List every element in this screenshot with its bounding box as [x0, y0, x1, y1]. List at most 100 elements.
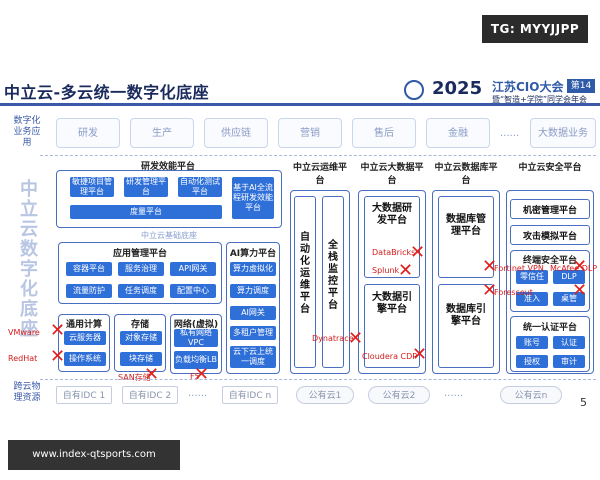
strike-x-icon: ✕	[412, 344, 428, 365]
strike-x-icon: ✕	[482, 280, 498, 301]
desktop-mgmt: 桌管	[553, 292, 585, 306]
ai-gateway: AI网关	[230, 306, 276, 320]
rd-platform-title: 研发效能平台	[140, 162, 195, 172]
base-label: 中立云基础底座	[141, 231, 197, 240]
divider	[40, 379, 596, 380]
page-number: 5	[580, 396, 587, 409]
compute-scheduling: 算力调度	[230, 284, 276, 298]
strike-x-icon: ✕	[50, 320, 66, 341]
row-label-apps: 数字化业务应用	[13, 116, 41, 148]
db-engine-box	[438, 284, 494, 368]
config-center: 配置中心	[170, 284, 216, 298]
vendor-f5: F5	[190, 372, 200, 381]
attack-sim-platform: 攻击模拟平台	[510, 225, 590, 245]
database-platform-title: 中立云数据库平台	[434, 163, 498, 186]
strike-x-icon: ✕	[572, 280, 588, 301]
vendor-splunk: Splunk	[372, 266, 400, 275]
vendor-databricks: DataBricks	[372, 248, 416, 257]
bigdata-engine-platform: 大数据引擎平台	[372, 292, 412, 315]
dlp: DLP	[553, 270, 585, 284]
metrics-platform: 度量平台	[70, 205, 222, 219]
app-ellipsis: ......	[500, 128, 520, 139]
divider	[40, 155, 596, 156]
private-network-vpc: 私有网络VPC	[174, 328, 218, 347]
ops-platform-panel	[290, 190, 350, 374]
unified-auth-title: 统一认证平台	[522, 323, 577, 333]
bigdata-platform-title: 中立云大数据平台	[360, 163, 424, 186]
vendor-mcafee-dlp: McAfee DLP	[550, 264, 598, 273]
traffic-protection: 流量防护	[66, 284, 112, 298]
compute-virtualization: 算力虚拟化	[230, 262, 276, 276]
operating-system: 操作系统	[64, 352, 106, 366]
vendor-cloudera-cdp: Cloudera CDP	[362, 352, 418, 361]
strike-x-icon: ✕	[348, 328, 364, 349]
multi-tenant-mgmt: 多租户管理	[230, 326, 276, 340]
load-balancer-lb: 负载均衡LB	[174, 351, 218, 369]
strike-x-icon: ✕	[572, 256, 588, 277]
ops-platform-title: 中立云运维平台	[292, 163, 347, 186]
auto-ops-platform: 自动化运维平台	[300, 232, 310, 315]
auth-authorization: 授权	[516, 355, 548, 368]
idc-2: 自有IDC 2	[122, 386, 178, 404]
idc-n: 自有IDC n	[222, 386, 278, 404]
strike-x-icon: ✕	[398, 260, 414, 281]
conference-logo-icon	[404, 80, 424, 100]
bigdata-rd-platform: 大数据研发平台	[372, 203, 412, 226]
cloud-server: 云服务器	[64, 331, 106, 345]
app-finance: 金融	[426, 118, 490, 148]
row-label-base: 中立云数字化底座	[20, 179, 38, 340]
logo-year: 2025	[432, 78, 483, 99]
row-label-infra: 跨云物理资源	[13, 382, 41, 403]
title-divider	[0, 103, 600, 106]
public-cloud-1: 公有云1	[296, 386, 354, 404]
app-supply-chain: 供应链	[204, 118, 268, 148]
admission: 准入	[516, 292, 548, 306]
app-mgmt-title: 应用管理平台	[112, 249, 167, 259]
vendor-san-storage: SAN存储	[118, 373, 151, 382]
auth-account: 账号	[516, 336, 548, 349]
auth-audit: 审计	[553, 355, 585, 368]
strike-x-icon: ✕	[410, 242, 426, 263]
app-bigdata: 大数据业务	[530, 118, 596, 148]
idc-ellipsis: ......	[188, 388, 208, 399]
vendor-vmware: VMware	[8, 328, 40, 337]
full-stack-monitor-column	[322, 196, 344, 368]
compute-title: 通用计算	[65, 320, 102, 330]
strike-x-icon: ✕	[482, 256, 498, 277]
ai-platform-title: AI算力平台	[229, 249, 277, 259]
api-gateway: API网关	[170, 262, 216, 276]
url-watermark: www.index-qtsports.com	[8, 440, 180, 470]
logo-edition: 第14届	[567, 79, 595, 105]
auto-ops-column	[294, 196, 316, 368]
strike-x-icon: ✕	[144, 364, 160, 385]
full-stack-monitor-platform: 全栈监控平台	[328, 240, 338, 311]
block-storage: 块存储	[120, 352, 162, 366]
vendor-redhat: RedHat	[8, 354, 38, 363]
security-platform-title: 中立云安全平台	[518, 163, 582, 173]
page-title: 中立云-多云统一数字化底座	[4, 83, 210, 102]
vendor-dynatrace: Dynatrace	[312, 334, 354, 343]
network-title: 网络(虚拟)	[173, 320, 219, 330]
watermark-tag: TG: MYYJJPP	[482, 15, 588, 43]
task-scheduling: 任务调度	[118, 284, 164, 298]
unified-scheduling: 云下云上统一调度	[230, 346, 276, 368]
idc-1: 自有IDC 1	[56, 386, 112, 404]
vendor-forescout: Forescout	[494, 288, 533, 297]
strike-x-icon: ✕	[194, 364, 210, 385]
vendor-fortinet-vpn: Fortinet VPN	[494, 264, 544, 273]
service-governance: 服务治理	[118, 262, 164, 276]
public-cloud-2: 公有云2	[368, 386, 430, 404]
object-storage: 对象存储	[120, 331, 162, 345]
app-marketing: 营销	[278, 118, 342, 148]
auth-authentication: 认证	[553, 336, 585, 349]
bigdata-rd-box	[364, 196, 420, 278]
app-production: 生产	[130, 118, 194, 148]
rd-mgmt-platform: 研发管理平台	[124, 177, 168, 197]
auto-test-platform: 自动化测试平台	[178, 177, 222, 197]
terminal-security-title: 终端安全平台	[522, 256, 577, 266]
secret-mgmt-platform: 机密管理平台	[510, 199, 590, 219]
container-platform: 容器平台	[66, 262, 112, 276]
public-cloud-n: 公有云n	[500, 386, 562, 404]
app-aftersales: 售后	[352, 118, 416, 148]
